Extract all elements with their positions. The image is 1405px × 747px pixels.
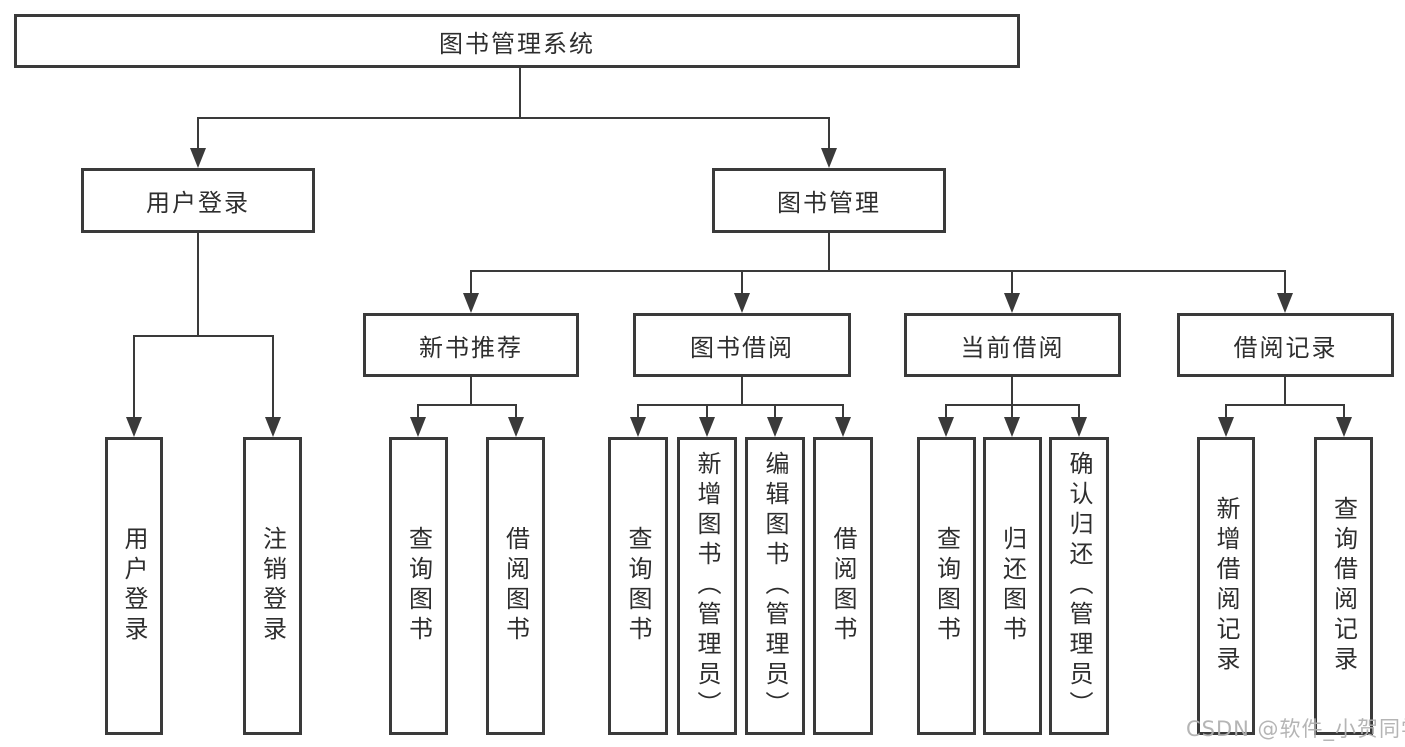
connector-line (741, 377, 743, 406)
connector-arrowhead-icon (1277, 293, 1293, 313)
connector-arrowhead-icon (1004, 417, 1020, 437)
connector-arrowhead-icon (835, 417, 851, 437)
connector-line (417, 405, 419, 417)
connector-line (1011, 377, 1013, 406)
node-label: 用户登录 (146, 189, 250, 217)
node-borrowing-records: 借阅记录 (1177, 313, 1394, 377)
connector-arrowhead-icon (508, 417, 524, 437)
node-label: 确认归还（管理员） (1065, 451, 1093, 721)
node-label: 借阅记录 (1233, 333, 1338, 362)
connector-arrowhead-icon (1004, 293, 1020, 313)
connector-arrowhead-icon (734, 293, 750, 313)
leaf-query-books: 查询图书 (608, 437, 668, 735)
connector-line (470, 271, 472, 293)
connector-line (741, 271, 743, 293)
node-library-management-system: 图书管理系统 (14, 14, 1020, 68)
node-label: 归还图书 (998, 526, 1027, 646)
connector-line (1225, 405, 1227, 417)
node-label: 借阅图书 (501, 526, 530, 646)
connector-line (637, 404, 844, 406)
leaf-add-borrowing-record: 新增借阅记录 (1197, 437, 1255, 735)
connector-line (637, 405, 639, 417)
connector-arrowhead-icon (821, 148, 837, 168)
leaf-edit-books-admin: 编辑图书（管理员） (745, 437, 805, 735)
connector-line (1284, 377, 1286, 406)
node-new-book-recommendation: 新书推荐 (363, 313, 579, 377)
node-label: 新增借阅记录 (1212, 496, 1240, 676)
connector-line (133, 335, 274, 337)
connector-line (1078, 405, 1080, 417)
connector-line (470, 270, 1286, 272)
connector-line (706, 405, 708, 417)
connector-line (1011, 271, 1013, 293)
node-book-management: 图书管理 (712, 168, 946, 233)
connector-line (828, 233, 830, 272)
connector-line (519, 68, 521, 119)
connector-line (828, 118, 830, 148)
node-label: 查询借阅记录 (1329, 496, 1358, 676)
connector-arrowhead-icon (1218, 417, 1234, 437)
node-label: 注销登录 (258, 526, 287, 646)
connector-arrowhead-icon (265, 417, 281, 437)
connector-arrowhead-icon (767, 417, 783, 437)
connector-line (1011, 405, 1013, 417)
node-label: 编辑图书（管理员） (761, 451, 789, 721)
connector-line (1343, 405, 1345, 417)
connector-arrowhead-icon (1336, 417, 1352, 437)
node-book-borrowing: 图书借阅 (633, 313, 851, 377)
node-user-login: 用户登录 (81, 168, 315, 233)
connector-line (470, 377, 472, 406)
connector-line (515, 405, 517, 417)
node-label: 用户登录 (120, 526, 148, 646)
connector-line (1225, 404, 1345, 406)
connector-line (197, 117, 830, 119)
leaf-add-books-admin: 新增图书（管理员） (677, 437, 737, 735)
connector-arrowhead-icon (463, 293, 479, 313)
node-label: 新增图书（管理员） (693, 451, 721, 721)
connector-line (842, 405, 844, 417)
csdn-watermark: CSDN @软件_小贺同学 (1186, 717, 1405, 741)
connector-line (945, 405, 947, 417)
leaf-borrow-books: 借阅图书 (486, 437, 545, 735)
node-label: 图书借阅 (690, 333, 794, 362)
node-label: 新书推荐 (419, 333, 523, 362)
leaf-query-books: 查询图书 (389, 437, 448, 735)
leaf-query-borrowing-record: 查询借阅记录 (1314, 437, 1373, 735)
connector-arrowhead-icon (126, 417, 142, 437)
node-label: 查询图书 (932, 526, 961, 646)
connector-line (774, 405, 776, 417)
connector-arrowhead-icon (190, 148, 206, 168)
node-label: 查询图书 (624, 526, 652, 646)
connector-line (1284, 271, 1286, 293)
node-label: 图书管理系统 (439, 29, 595, 58)
connector-line (197, 118, 199, 148)
connector-arrowhead-icon (630, 417, 646, 437)
connector-line (133, 336, 135, 417)
connector-arrowhead-icon (410, 417, 426, 437)
leaf-query-books: 查询图书 (917, 437, 976, 735)
leaf-borrow-books: 借阅图书 (813, 437, 873, 735)
node-label: 查询图书 (404, 526, 433, 646)
node-current-borrowing: 当前借阅 (904, 313, 1121, 377)
node-label: 借阅图书 (829, 526, 857, 646)
connector-arrowhead-icon (938, 417, 954, 437)
leaf-return-books: 归还图书 (983, 437, 1042, 735)
connector-line (417, 404, 517, 406)
leaf-confirm-return-admin: 确认归还（管理员） (1049, 437, 1109, 735)
node-label: 图书管理 (777, 189, 881, 217)
connector-line (272, 336, 274, 417)
connector-line (197, 233, 199, 337)
connector-arrowhead-icon (1071, 417, 1087, 437)
node-label: 当前借阅 (960, 333, 1065, 362)
leaf-user-login: 用户登录 (105, 437, 163, 735)
leaf-logout: 注销登录 (243, 437, 302, 735)
connector-arrowhead-icon (699, 417, 715, 437)
